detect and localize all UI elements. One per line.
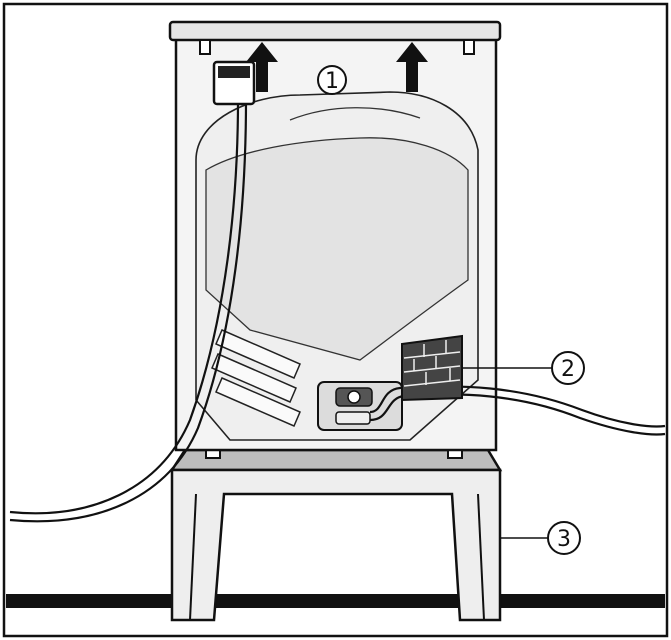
appliance-stand [169, 443, 503, 622]
floor-line [6, 594, 665, 608]
power-cord [9, 60, 256, 523]
lift-arrows [246, 42, 428, 92]
callout-1: 1 [317, 65, 347, 95]
callout-2: 2 [551, 351, 585, 385]
callout-3-label: 3 [557, 527, 571, 552]
callout-3: 3 [547, 521, 581, 555]
appliance-top-lid [168, 20, 502, 42]
callout-2-label: 2 [561, 357, 575, 382]
callout-1-label: 1 [325, 69, 339, 94]
wall-brick-block [401, 334, 463, 402]
vent-slots [211, 329, 301, 427]
arrow-up-icon [396, 42, 428, 92]
drain-hose [369, 385, 666, 436]
arrow-up-icon [246, 42, 278, 92]
